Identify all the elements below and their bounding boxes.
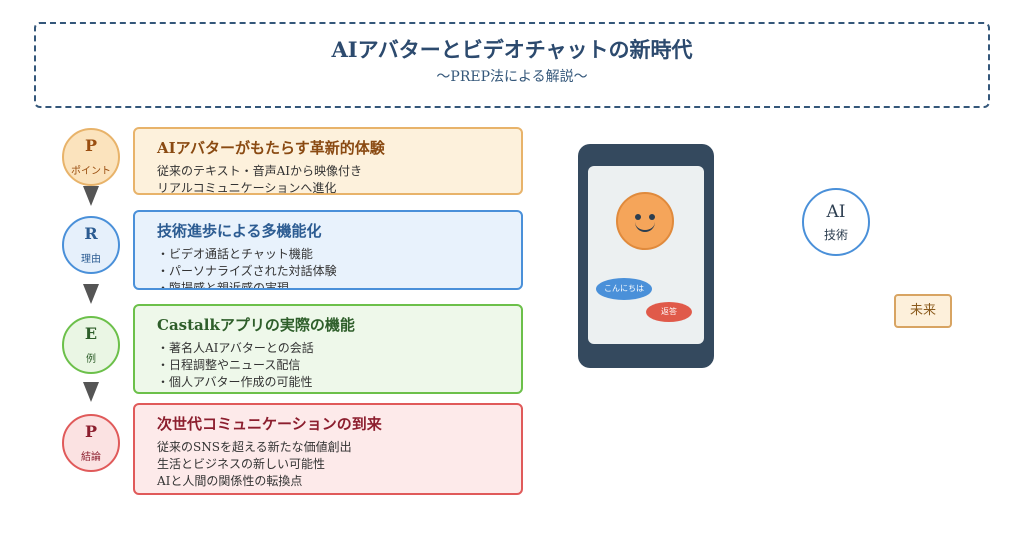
card-line: 従来のSNSを超える新たな価値創出 <box>157 440 352 454</box>
card-line: AIと人間の関係性の転換点 <box>157 474 303 488</box>
ai-subtitle: 技術 <box>823 228 848 242</box>
smiley-avatar-icon <box>616 192 674 250</box>
step-letter: P <box>84 422 98 441</box>
eye-icon <box>635 214 641 220</box>
down-arrow-icon <box>83 382 99 402</box>
step-word: 結論 <box>81 452 101 463</box>
step-word: 理由 <box>81 254 101 265</box>
phone-screen: こんにちは 返答 <box>588 166 704 344</box>
card-lines: 従来のSNSを超える新たな価値創出 生活とビジネスの新しい可能性 AIと人間の関… <box>157 439 352 490</box>
future-label-box: 未来 <box>894 294 952 328</box>
chat-bubble-reply: 返答 <box>646 302 692 322</box>
page-subtitle: 〜PREP法による解説〜 <box>436 69 588 85</box>
ai-title: AI <box>826 202 846 222</box>
header-box: AIアバターとビデオチャットの新時代 〜PREP法による解説〜 <box>34 22 990 108</box>
card-line: ・パーソナライズされた対話体験 <box>157 264 337 278</box>
card-line: ・ビデオ通話とチャット機能 <box>157 247 313 261</box>
card-example: Castalkアプリの実際の機能 ・著名人AIアバターとの会話 ・日程調整やニュ… <box>133 304 523 394</box>
page-title: AIアバターとビデオチャットの新時代 <box>331 37 693 62</box>
step-word: 例 <box>86 354 96 365</box>
card-line: ・個人アバター作成の可能性 <box>157 375 313 389</box>
card-reason: 技術進歩による多機能化 ・ビデオ通話とチャット機能 ・パーソナライズされた対話体… <box>133 210 523 290</box>
card-title: 次世代コミュニケーションの到来 <box>157 415 382 433</box>
smartphone-illustration: こんにちは 返答 <box>578 144 714 368</box>
card-conclusion: 次世代コミュニケーションの到来 従来のSNSを超える新たな価値創出 生活とビジネ… <box>133 403 523 495</box>
card-line: ・臨場感と親近感の実現 <box>157 281 290 290</box>
down-arrow-icon <box>83 186 99 206</box>
chat-bubble-user: こんにちは <box>596 278 652 300</box>
card-title: 技術進歩による多機能化 <box>157 222 322 240</box>
step-word: ポイント <box>71 166 111 177</box>
card-line: 従来のテキスト・音声AIから映像付き <box>157 164 363 178</box>
card-lines: ・著名人AIアバターとの会話 ・日程調整やニュース配信 ・個人アバター作成の可能… <box>157 340 314 391</box>
step-circle-conclusion: P 結論 <box>62 414 120 472</box>
step-circle-point: P ポイント <box>62 128 120 186</box>
step-letter: P <box>84 136 98 155</box>
card-line: ・著名人AIアバターとの会話 <box>157 341 314 355</box>
card-point: AIアバターがもたらす革新的体験 従来のテキスト・音声AIから映像付き リアルコ… <box>133 127 523 195</box>
step-letter: E <box>84 324 98 343</box>
card-line: リアルコミュニケーションへ進化 <box>157 181 337 195</box>
card-title: AIアバターがもたらす革新的体験 <box>157 139 385 157</box>
card-lines: ・ビデオ通話とチャット機能 ・パーソナライズされた対話体験 ・臨場感と親近感の実… <box>157 246 337 290</box>
eye-icon <box>649 214 655 220</box>
card-line: 生活とビジネスの新しい可能性 <box>157 457 326 471</box>
down-arrow-icon <box>83 284 99 304</box>
card-lines: 従来のテキスト・音声AIから映像付き リアルコミュニケーションへ進化 <box>157 163 362 197</box>
card-line: ・日程調整やニュース配信 <box>157 358 301 372</box>
step-circle-reason: R 理由 <box>62 216 120 274</box>
step-circle-example: E 例 <box>62 316 120 374</box>
smile-icon <box>635 220 655 232</box>
card-title: Castalkアプリの実際の機能 <box>157 316 355 334</box>
ai-tech-circle: AI 技術 <box>802 188 870 256</box>
step-letter: R <box>84 224 98 243</box>
